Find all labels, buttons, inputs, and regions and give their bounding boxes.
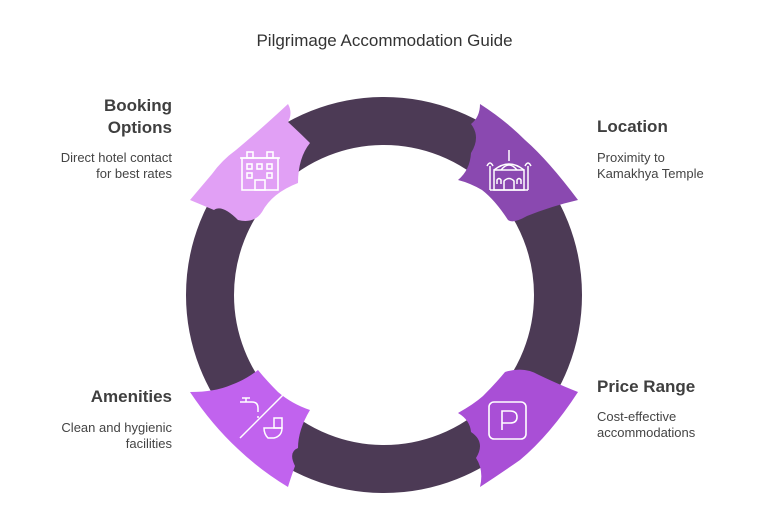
- price-desc-line: Cost-effective: [597, 409, 677, 424]
- temple-icon: [486, 150, 532, 191]
- parking-p-icon: [488, 401, 527, 440]
- amenities-desc: Clean and hygienic facilities: [20, 420, 172, 452]
- location-desc-line: Proximity to: [597, 150, 665, 165]
- price-title-line: Price Range: [597, 377, 696, 396]
- location-desc: Proximity to Kamakhya Temple: [597, 150, 704, 182]
- segment-booking: [190, 104, 310, 221]
- booking-desc-line: Direct hotel contact: [60, 150, 172, 165]
- cycle-ring: [186, 97, 582, 493]
- location-desc-line: Kamakhya Temple: [597, 166, 704, 181]
- faucet-toilet-icon: [239, 393, 285, 439]
- amenities-title-line: Amenities: [90, 387, 172, 406]
- booking-options-title: Booking Options: [40, 95, 172, 139]
- booking-desc-line: for best rates: [96, 166, 172, 181]
- segment-location-shape: [458, 104, 578, 222]
- segment-location: [458, 104, 578, 222]
- price-range-desc: Cost-effective accommodations: [597, 409, 695, 441]
- price-range-title: Price Range: [597, 376, 695, 398]
- booking-title-line: Options: [107, 118, 172, 137]
- segment-amenities: [190, 370, 310, 487]
- hotel-building-icon: [240, 151, 280, 191]
- segment-price-shape: [458, 369, 578, 487]
- price-desc-line: accommodations: [597, 425, 696, 440]
- segment-price: [458, 369, 578, 487]
- booking-options-desc: Direct hotel contact for best rates: [20, 150, 172, 182]
- amenities-desc-line: facilities: [125, 436, 172, 451]
- segment-booking-shape: [190, 104, 310, 221]
- amenities-title: Amenities: [40, 386, 172, 408]
- location-title: Location: [597, 116, 668, 138]
- booking-title-line: Booking: [104, 96, 172, 115]
- diagram-title: Pilgrimage Accommodation Guide: [256, 31, 513, 50]
- location-title-line: Location: [597, 117, 668, 136]
- amenities-desc-line: Clean and hygienic: [61, 420, 172, 435]
